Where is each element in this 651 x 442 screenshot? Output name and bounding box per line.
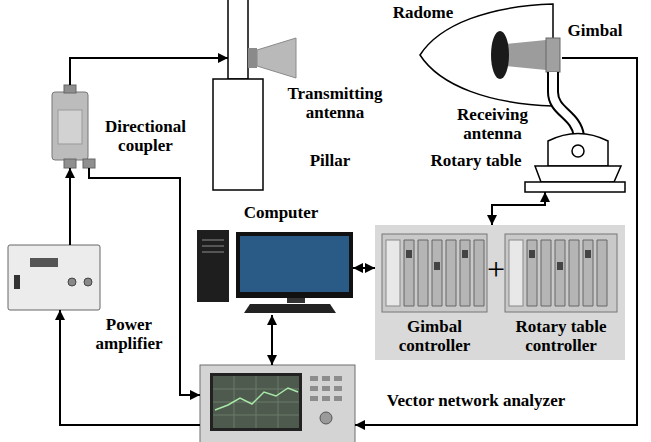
signal-connector (271, 315, 273, 365)
signal-connector (70, 58, 228, 85)
equipment-label: Rotary table (426, 152, 526, 171)
gimbal-chassis (382, 234, 487, 312)
rotary-plate (525, 182, 625, 192)
coupler-port (83, 159, 95, 168)
controller-group: +Gimbal controllerRotary table controlle… (375, 225, 625, 360)
controller-cards (527, 240, 607, 306)
antenna-pillar: Transmitting antennaPillar (228, 0, 296, 190)
equipment-label: Vector network analyzer (376, 392, 576, 411)
equipment-label: Gimbal controller (382, 318, 487, 355)
rotary-arm (553, 72, 579, 136)
signal-connector (89, 168, 200, 395)
amplifier-display (30, 258, 58, 267)
coupler-port (64, 85, 76, 93)
rotary-fork (548, 134, 608, 167)
equipment-label: Computer (236, 204, 326, 223)
rotary-pivot (572, 145, 584, 157)
monitor-stand (287, 298, 305, 303)
analyzer-screen (213, 376, 299, 428)
coupler-port (64, 159, 76, 168)
gimbal-controller: Gimbal controller (382, 232, 487, 314)
screen-trace (215, 388, 298, 410)
rotary-arm-outline (553, 72, 579, 136)
amplifier-knob (68, 278, 76, 286)
pillar-body (213, 79, 263, 190)
analyzer-case (200, 365, 355, 442)
analyzer-keys (310, 376, 342, 401)
signal-connector (69, 168, 71, 245)
rotary-chassis (505, 234, 617, 312)
analyzer-bezel (210, 373, 302, 431)
computer: Computer (195, 228, 353, 315)
signal-connector (355, 58, 637, 425)
equipment-label: Power amplifier (88, 316, 170, 353)
horn-antenna (257, 38, 296, 78)
chassis-module (509, 240, 523, 306)
coupler-plate (58, 110, 82, 144)
equipment-label: Radome (388, 4, 458, 23)
rotary-base (535, 166, 621, 182)
amplifier-knob (84, 278, 92, 286)
controller-cards (404, 240, 484, 306)
monitor-screen (240, 236, 349, 292)
antenna-dish (491, 31, 509, 79)
directional-coupler: Directional coupler (42, 85, 98, 168)
gimbal-block (546, 38, 560, 72)
equipment-label: Rotary table controller (502, 318, 620, 355)
chassis-module (386, 240, 400, 306)
card-sockets (406, 250, 468, 270)
amplifier-case (8, 245, 100, 310)
tower-bays (202, 240, 224, 252)
computer-tower (197, 230, 229, 302)
equipment-label: Pillar (300, 152, 360, 171)
signal-connector (353, 267, 375, 269)
signal-connector (492, 192, 545, 225)
equipment-label: Gimbal (565, 22, 625, 41)
equipment-label: Transmitting antenna (275, 85, 395, 122)
horn-mount (248, 48, 257, 68)
equipment-label: Directional coupler (98, 118, 193, 155)
coupler-body (52, 92, 88, 160)
monitor-frame (236, 232, 353, 298)
pillar-top (228, 0, 248, 79)
vector-network-analyzer: Vector network analyzer (200, 365, 355, 440)
plus-sign: + (486, 252, 506, 287)
radome-assembly: RadomeGimbalReceiving antennaRotary tabl… (420, 5, 562, 192)
equipment-label: Receiving antenna (440, 106, 545, 143)
power-switch (14, 275, 20, 289)
card-sockets (529, 250, 591, 270)
rotary-table-controller: Rotary table controller (505, 232, 617, 314)
controller-panel (375, 225, 625, 360)
screen-grid (213, 376, 299, 428)
analyzer-knob (320, 412, 332, 424)
antenna-feed (505, 40, 546, 70)
keyboard (244, 304, 336, 313)
signal-connector (60, 310, 200, 425)
power-amplifier: Power amplifier (8, 245, 100, 310)
